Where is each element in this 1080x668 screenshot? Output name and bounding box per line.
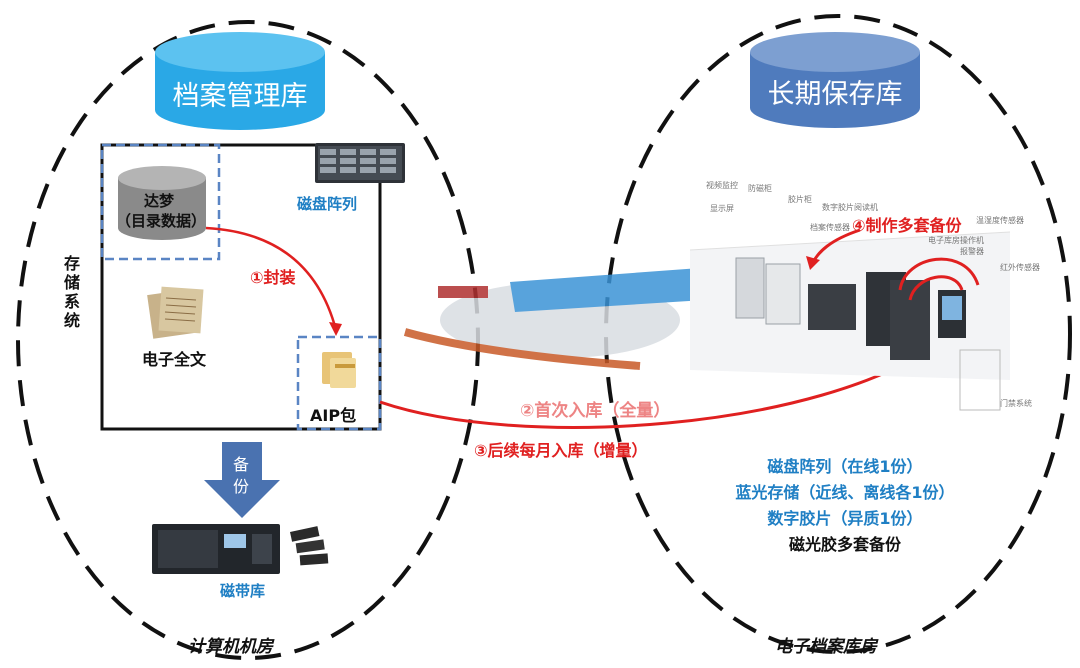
- room-label-access: 门禁系统: [1000, 399, 1032, 408]
- room-label-humidity: 温湿度传感器: [976, 216, 1024, 225]
- fulltext-label: 电子全文: [142, 350, 207, 369]
- dameng-db-icon: [118, 166, 206, 240]
- room-label-sensor: 档案传感器: [810, 223, 850, 232]
- archive-room-boundary: [604, 14, 1072, 654]
- preservation-film-line: 数字胶片（异质1份）: [767, 509, 923, 528]
- room-label-video: 视频监控: [706, 181, 738, 190]
- paper-documents-icon: [147, 286, 204, 339]
- archive-db-title: 档案管理库: [172, 81, 308, 112]
- computer-room-label: 计算机机房: [188, 637, 273, 657]
- encapsulate-arrow: [205, 226, 338, 331]
- tape-library-icon: [152, 524, 329, 574]
- archive-db-cylinder: [155, 32, 325, 130]
- catalog-label: （目录数据）: [116, 212, 207, 230]
- aip-folder-icon: [322, 352, 356, 388]
- make-backups-label: ④制作多套备份: [852, 216, 962, 235]
- dameng-dashed-box: [100, 143, 221, 261]
- aip-dashed-box: [296, 335, 382, 431]
- room-label-film-reader: 数字胶片阅读机: [822, 203, 878, 212]
- room-label-display: 显示屏: [710, 204, 734, 213]
- archive-room-illustration: [689, 231, 1011, 411]
- preservation-db-title: 长期保存库: [767, 79, 903, 110]
- room-label-cabinet: 防磁柜: [748, 184, 772, 193]
- storage-system-label: 存 储 系 统: [64, 254, 81, 330]
- dameng-label: 达梦: [144, 192, 175, 210]
- transfer-blur-area: [403, 268, 705, 370]
- tape-library-label: 磁带库: [220, 582, 266, 600]
- preservation-bluray-line: 蓝光存储（近线、离线各1份）: [735, 483, 955, 502]
- room-label-infrared: 红外传感器: [1000, 263, 1040, 272]
- aip-label: AIP包: [310, 406, 357, 425]
- backup-label: 备 份: [233, 455, 250, 496]
- preservation-list: 磁盘阵列（在线1份） 蓝光存储（近线、离线各1份） 数字胶片（异质1份） 磁光胶…: [700, 454, 990, 558]
- preservation-disk-line: 磁盘阵列（在线1份）: [767, 457, 923, 476]
- storage-system-box: [100, 143, 382, 431]
- archive-room-label: 电子档案库房: [775, 637, 877, 657]
- room-label-film-cabinet: 胶片柜: [788, 195, 812, 204]
- cycle-arrow: [898, 257, 980, 291]
- preservation-summary: 磁光胶多套备份: [788, 535, 901, 554]
- preservation-db-cylinder: [750, 32, 920, 128]
- monthly-import-label: ③后续每月入库（增量）: [474, 441, 648, 460]
- initial-import-label: ②首次入库（全量）: [520, 401, 671, 421]
- encapsulate-label: ①封装: [250, 268, 296, 287]
- backup-arrow: [204, 442, 280, 518]
- room-label-operator: 电子库房操作机: [928, 236, 984, 245]
- disk-array-server-icon: [315, 143, 405, 183]
- disk-array-label: 磁盘阵列: [297, 195, 358, 213]
- room-label-alarm: 报警器: [960, 247, 984, 256]
